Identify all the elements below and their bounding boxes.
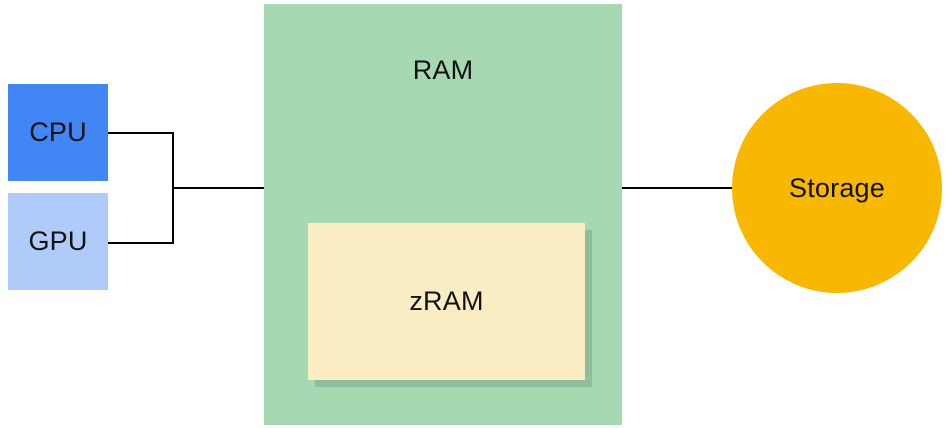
connector-gpu-to-junction — [108, 242, 174, 244]
gpu-node: GPU — [8, 193, 108, 290]
zram-label: zRAM — [409, 286, 484, 317]
cpu-node: CPU — [8, 84, 108, 181]
connector-cpu-to-junction — [108, 132, 174, 134]
ram-label: RAM — [412, 55, 474, 85]
connector-junction-to-ram — [172, 187, 265, 189]
ram-node: RAM zRAM — [264, 4, 622, 425]
connector-ram-to-storage — [621, 187, 733, 189]
storage-label: Storage — [789, 172, 885, 203]
storage-node: Storage — [732, 83, 942, 293]
cpu-label: CPU — [29, 117, 87, 148]
gpu-label: GPU — [28, 226, 88, 257]
zram-node: zRAM — [308, 223, 585, 380]
